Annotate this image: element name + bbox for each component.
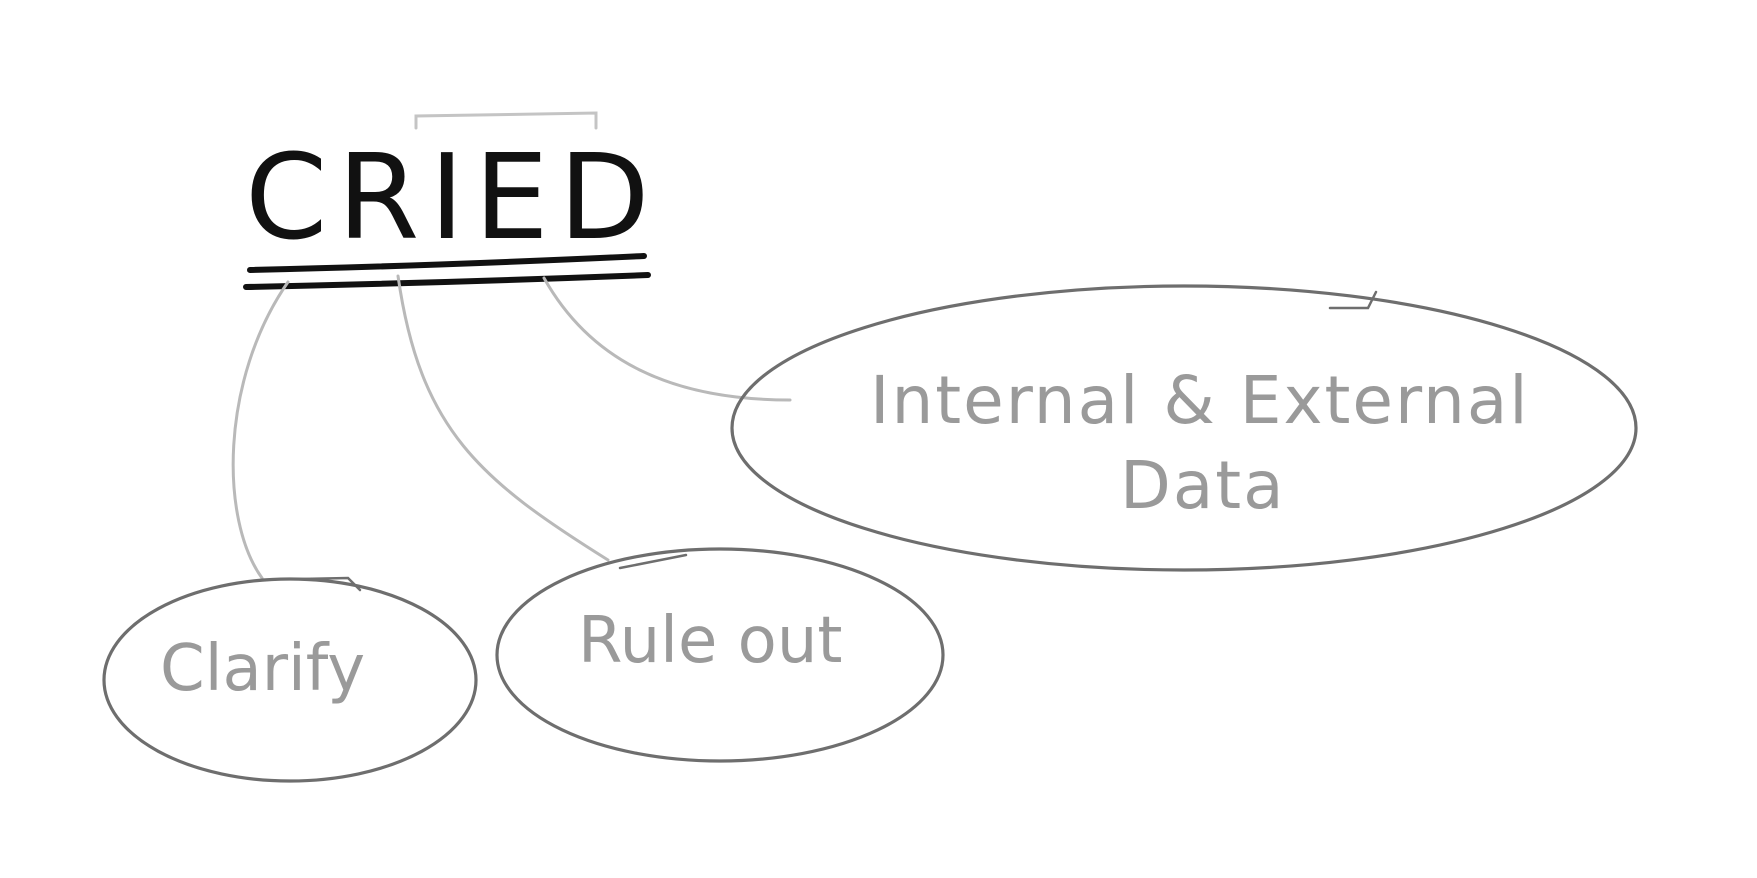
node-clarify-tick [298,576,362,592]
node-rule-out-tick [618,553,688,570]
connector-to-internal-external [542,276,792,402]
node-internal-external-tick [1328,290,1378,310]
node-clarify-label: Clarify [160,632,365,706]
node-clarify-outline [102,577,478,783]
diagram-title: CRIED [245,128,660,266]
title-underline-bottom [243,272,651,290]
node-clarify[interactable]: Clarify [102,576,478,783]
title-underline-top [247,253,647,273]
connector-to-clarify [231,280,290,580]
title-bracket [414,111,598,130]
node-rule-out[interactable]: Rule out [495,547,945,763]
node-rule-out-label: Rule out [578,604,842,678]
node-internal-external-data[interactable]: Internal & External Data [730,284,1638,572]
node-internal-external-label-line2: Data [1120,447,1286,524]
node-rule-out-outline [495,547,945,763]
node-internal-external-label-line1: Internal & External [870,362,1530,439]
connector-to-rule-out [396,274,610,562]
node-internal-external-outline [730,284,1638,572]
